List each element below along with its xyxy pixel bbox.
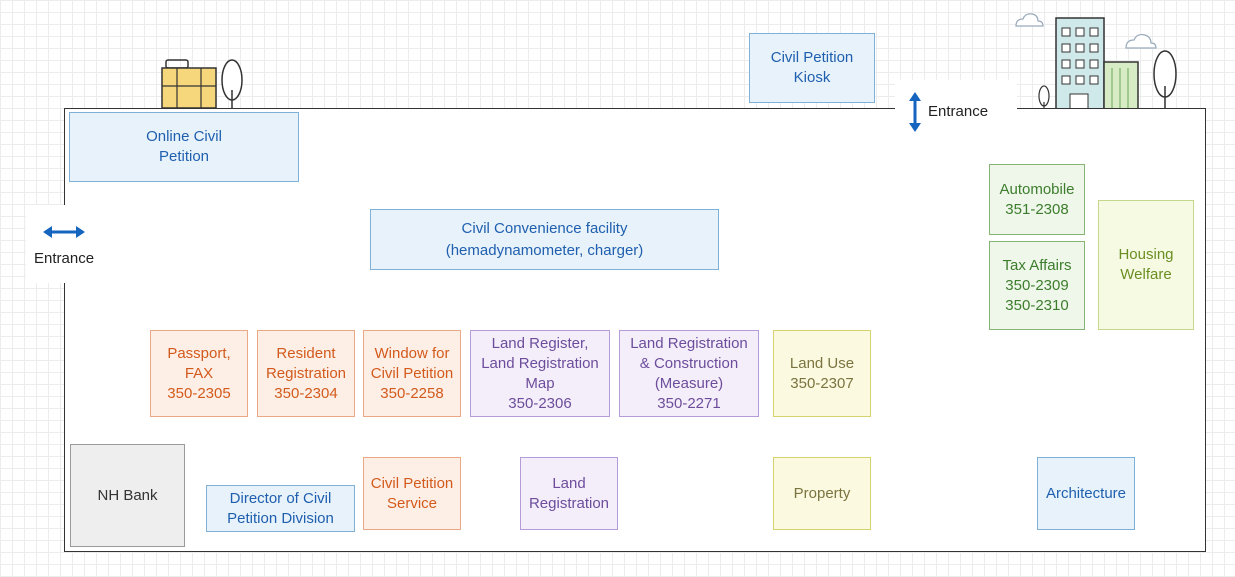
tree-icon — [221, 59, 243, 110]
room-property[interactable]: Property — [773, 457, 871, 530]
room-land-registration[interactable]: Land Registration — [520, 457, 618, 530]
tree-icon — [1038, 85, 1050, 110]
buildings-decoration — [1015, 13, 1177, 110]
room-passport-fax[interactable]: Passport, FAX 350-2305 — [150, 330, 248, 417]
room-tax-affairs[interactable]: Tax Affairs 350-2309 350-2310 — [989, 241, 1085, 330]
room-land-use[interactable]: Land Use 350-2307 — [773, 330, 871, 417]
cloud-icon — [1015, 13, 1044, 27]
room-window-for-civil-petition[interactable]: Window for Civil Petition 350-2258 — [363, 330, 461, 417]
room-online-civil-petition[interactable]: Online Civil Petition — [69, 112, 299, 182]
briefcase-icon — [161, 59, 217, 109]
left-entrance-label: Entrance — [34, 250, 95, 267]
tree-icon — [1153, 50, 1177, 110]
room-automobile[interactable]: Automobile 351-2308 — [989, 164, 1085, 235]
room-civil-petition-kiosk[interactable]: Civil Petition Kiosk — [749, 33, 875, 103]
horizontal-arrow-icon — [43, 226, 85, 238]
vertical-arrow-icon — [909, 92, 921, 132]
room-director-civil-petition-division[interactable]: Director of Civil Petition Division — [206, 485, 355, 532]
room-land-registration-construction[interactable]: Land Registration & Construction (Measur… — [619, 330, 759, 417]
cloud-icon — [1125, 33, 1157, 49]
top-entrance-label: Entrance — [928, 103, 989, 120]
room-civil-convenience-facility[interactable]: Civil Convenience facility (hemadynamome… — [370, 209, 719, 270]
room-housing-welfare[interactable]: Housing Welfare — [1098, 200, 1194, 330]
room-civil-petition-service[interactable]: Civil Petition Service — [363, 457, 461, 530]
building-icon — [1055, 17, 1139, 110]
room-resident-registration[interactable]: Resident Registration 350-2304 — [257, 330, 355, 417]
room-nh-bank[interactable]: NH Bank — [70, 444, 185, 547]
briefcase-tree-decoration — [161, 59, 243, 110]
room-land-register[interactable]: Land Register, Land Registration Map 350… — [470, 330, 610, 417]
left-entrance-gap — [26, 205, 100, 283]
room-architecture[interactable]: Architecture — [1037, 457, 1135, 530]
